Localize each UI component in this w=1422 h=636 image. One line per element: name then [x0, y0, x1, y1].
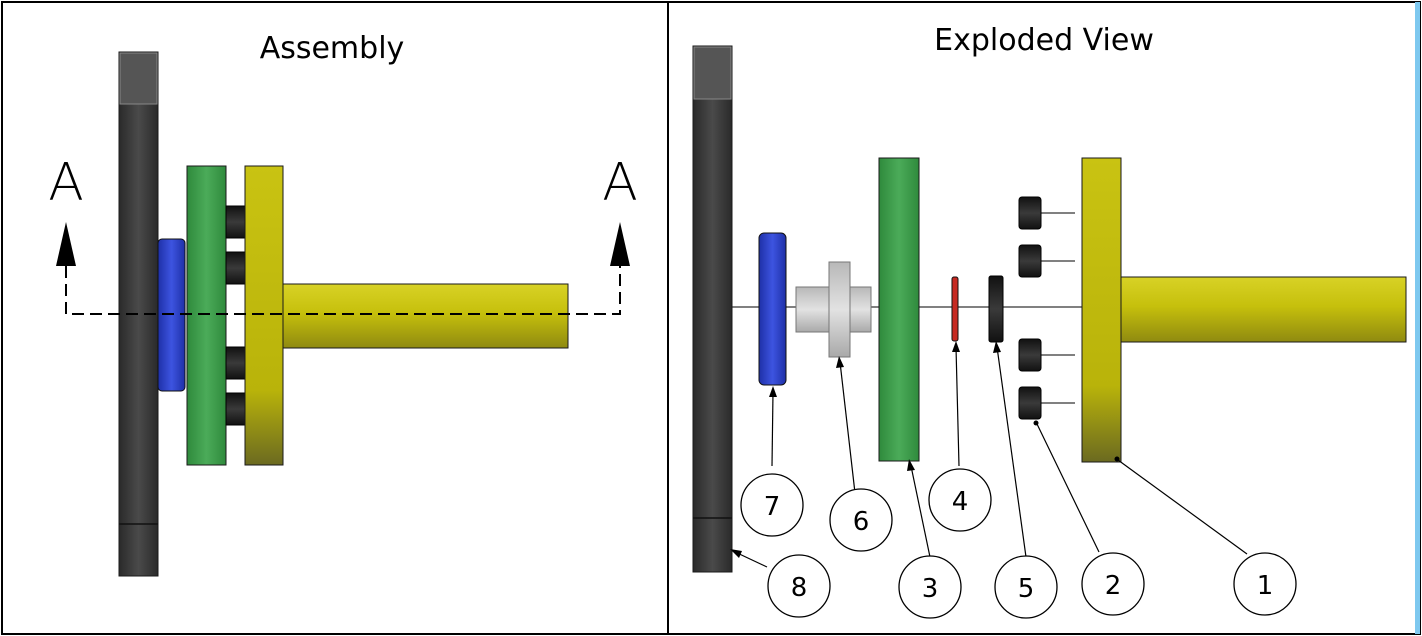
- balloon-1-label: 1: [1257, 571, 1274, 601]
- balloon-7: 7: [740, 473, 804, 537]
- balloon-3: 3: [898, 555, 962, 619]
- exploded-green-disc: [878, 157, 920, 462]
- section-label-left: A: [48, 153, 84, 213]
- exploded-red-ring: [951, 276, 959, 342]
- balloon-8-label: 8: [791, 573, 808, 603]
- exploded-hub: [795, 261, 872, 358]
- exploded-title: Exploded View: [934, 23, 1154, 58]
- exploded-view: Exploded View: [692, 23, 1407, 619]
- assembly-bolts: [225, 205, 246, 426]
- exploded-plate: [692, 45, 733, 573]
- balloon-4: 4: [928, 468, 992, 532]
- balloon-1: 1: [1233, 552, 1297, 616]
- assembly-view: Assembly A A: [48, 31, 638, 577]
- right-edge-accent: [1415, 2, 1420, 634]
- leader-lines: [730, 341, 1248, 568]
- assembly-green-disc: [186, 165, 227, 466]
- balloon-8: 8: [767, 554, 831, 618]
- exploded-spacer: [988, 275, 1004, 343]
- balloon-5: 5: [994, 555, 1058, 619]
- exploded-yellow-shaft: [1081, 157, 1407, 463]
- exploded-bolts: [1018, 196, 1075, 420]
- balloon-2-label: 2: [1105, 571, 1122, 601]
- balloon-2: 2: [1081, 552, 1145, 616]
- balloon-3-label: 3: [922, 574, 939, 604]
- balloon-5-label: 5: [1018, 574, 1035, 604]
- section-label-right: A: [602, 153, 638, 213]
- exploded-blue-disc: [758, 232, 787, 386]
- assembly-title: Assembly: [260, 31, 405, 66]
- balloon-4-label: 4: [952, 487, 969, 517]
- balloon-6-label: 6: [853, 507, 870, 537]
- assembly-yellow-shaft: [244, 165, 569, 466]
- section-line: [56, 222, 630, 315]
- balloon-7-label: 7: [764, 492, 781, 522]
- balloon-6: 6: [829, 488, 893, 552]
